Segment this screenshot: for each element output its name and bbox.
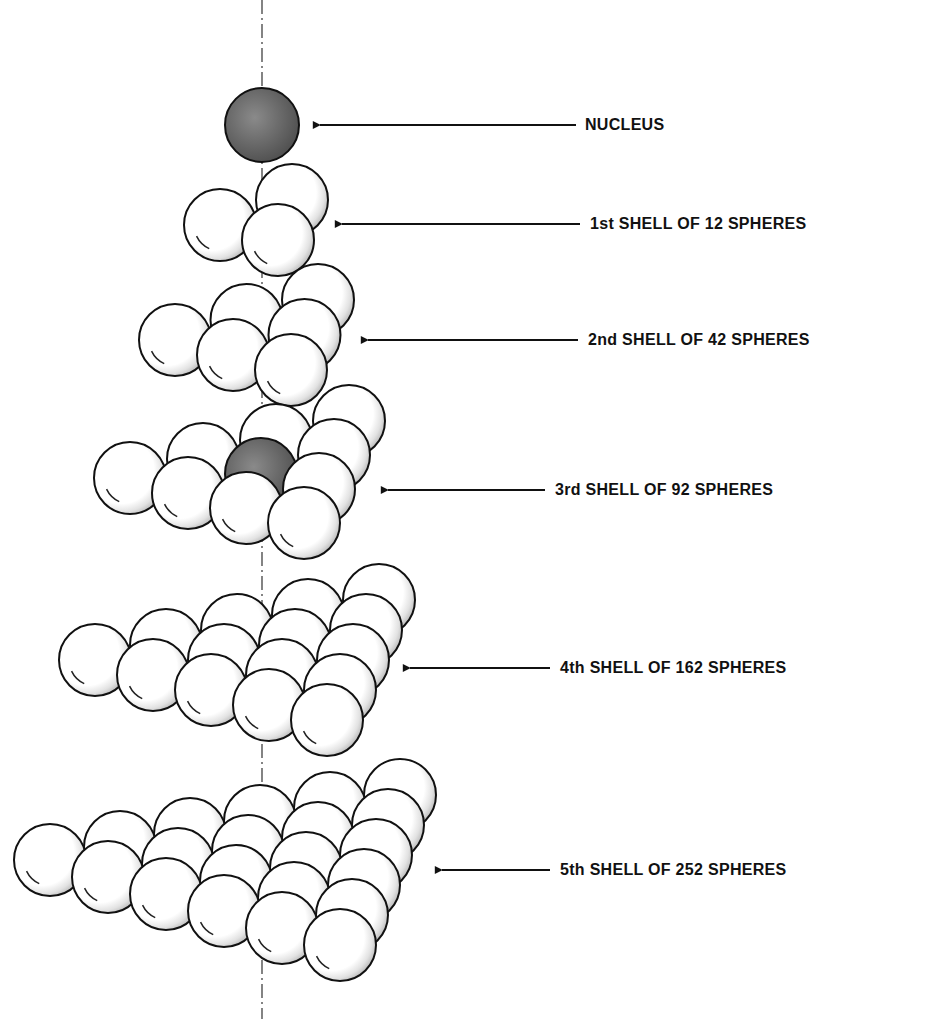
sphere-outline [225,88,299,162]
leader-line [442,869,550,871]
sphere-highlight [188,701,201,713]
shell-label: 1st SHELL OF 12 SPHERES [590,215,806,233]
sphere-highlight [72,671,85,683]
shell-label: NUCLEUS [585,116,664,134]
leader-line [388,489,545,491]
leader-line [368,339,578,341]
sphere-highlight [317,956,330,968]
sphere-highlight [246,716,259,728]
nucleus-sphere [225,88,299,162]
shell-sphere [242,204,314,276]
sphere-highlight [255,251,268,263]
sphere-highlight [223,519,236,531]
sphere-highlight [27,871,40,883]
sphere-highlight [201,922,214,934]
sphere-outline [304,909,376,981]
shell-sphere [291,684,363,756]
sphere-outline [242,204,314,276]
sphere-group [14,88,436,981]
leader-line [320,124,576,126]
shell-sphere [304,909,376,981]
shell-label: 4th SHELL OF 162 SPHERES [560,659,787,677]
sphere-highlight [197,236,210,248]
sphere-highlight [281,534,294,546]
shell-label: 3rd SHELL OF 92 SPHERES [555,481,773,499]
sphere-highlight [130,686,143,698]
sphere-highlight [107,489,120,501]
sphere-outline [291,684,363,756]
sphere-highlight [143,905,156,917]
sphere-outline [255,334,327,406]
leader-line [342,223,580,225]
shell-sphere [268,487,340,559]
sphere-highlight [85,888,98,900]
shell-label: 2nd SHELL OF 42 SPHERES [588,331,810,349]
sphere-highlight [152,351,165,363]
shell-label: 5th SHELL OF 252 SPHERES [560,861,787,879]
shell-sphere [255,334,327,406]
sphere-outline [268,487,340,559]
sphere-highlight [259,939,272,951]
sphere-highlight [210,366,223,378]
sphere-highlight [268,381,281,393]
leader-line [410,667,550,669]
leader-lines [320,125,580,870]
sphere-highlight [304,731,317,743]
sphere-highlight [165,504,178,516]
